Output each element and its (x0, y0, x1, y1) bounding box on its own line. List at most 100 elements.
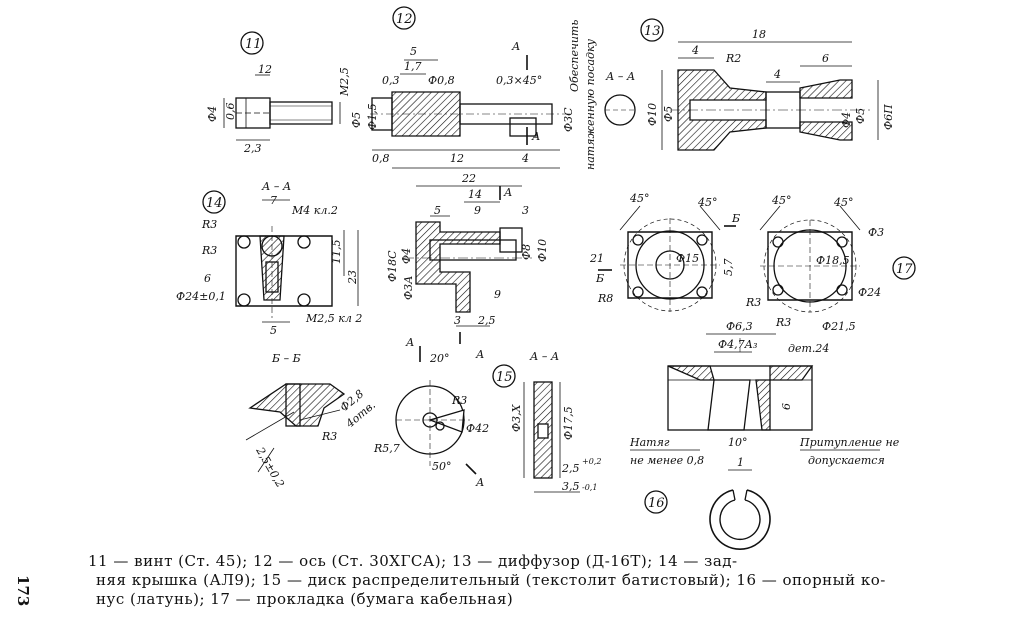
dim-label: Ф1,5 (366, 103, 379, 130)
dim-label: 9 (474, 204, 481, 217)
dim-label: 0,6 (224, 103, 237, 121)
dim-label: 20° (429, 352, 450, 365)
dim-label: 1 (737, 456, 744, 469)
dim-label: Ф6,3 (726, 320, 753, 333)
dim-label: 5 (410, 45, 417, 58)
dim-label: 3,5 (562, 480, 580, 493)
dim-label: М2,5 (338, 67, 351, 97)
dim-label: Ф42 (466, 422, 489, 435)
note-text: Натяг (629, 436, 670, 449)
dim-label: +0,2 (582, 457, 601, 466)
dim-label: Ф5 (662, 106, 675, 122)
dim-label: 10° (728, 436, 748, 449)
part-17-number: 17 (896, 262, 913, 277)
dim-label: Ф3А (402, 276, 415, 300)
part-14-number: 14 (206, 196, 223, 211)
section-bb-drawing (245, 383, 346, 473)
figure-caption: 11 — винт (Ст. 45); 12 — ось (Ст. 30ХГСА… (88, 552, 988, 609)
note-text: допускается (808, 454, 885, 467)
section-title: Б – Б (271, 352, 301, 365)
dim-label: 45° (697, 196, 718, 209)
part-16-flange-view (598, 205, 736, 312)
dim-label: Ф18С (386, 250, 399, 282)
dim-label: Ф15 (676, 252, 699, 265)
section-mark: А (503, 186, 512, 199)
dim-label: 6 (780, 403, 793, 410)
part-13-number: 13 (644, 24, 661, 39)
section-mark: Б (731, 212, 740, 225)
section-mark: А (511, 40, 520, 53)
dim-label: 45° (771, 194, 792, 207)
dim-label: 5,7 (722, 259, 735, 277)
dim-label: 3 (454, 314, 461, 327)
part-16-number: 16 (648, 496, 665, 511)
section-mark: А (531, 130, 540, 143)
dim-label: Ф0,8 (428, 74, 455, 87)
dim-label: 5 (434, 204, 441, 217)
dim-label: 18 (752, 28, 766, 41)
dim-label: 45° (629, 192, 650, 205)
caption-line: 11 — винт (Ст. 45); 12 — ось (Ст. 30ХГСА… (88, 552, 738, 570)
dim-label: М4 кл.2 (291, 204, 338, 217)
dim-label: 21 (589, 252, 604, 265)
dim-label: Ф24 (858, 286, 881, 299)
dim-label: 4 (521, 152, 529, 165)
dim-label: Ф4 (400, 248, 413, 264)
dim-label: 2,5 (561, 462, 580, 475)
dim-label: 11,5 (330, 240, 343, 265)
section-title: А – А (529, 350, 559, 363)
caption-line: няя крышка (АЛ9); 15 — диск распределите… (96, 571, 886, 589)
dim-label: Ф21,5 (822, 320, 856, 333)
dim-label: Ф4,7А₃ (718, 338, 757, 351)
section-mark: Б (595, 272, 604, 285)
dim-label: Ф8 (520, 244, 533, 260)
dim-label: 0,3 (382, 74, 400, 87)
part-13-diffuser-drawing (604, 18, 879, 151)
dim-label: 4 (691, 44, 699, 57)
page-number: 173 (14, 575, 32, 607)
dim-label: 3 (522, 204, 529, 217)
dim-label: 12 (258, 63, 272, 76)
dim-label: 45° (833, 196, 854, 209)
note-text: не менее 0,8 (630, 454, 704, 467)
dim-label: М2,5 кл 2 (305, 312, 362, 325)
dim-label: 6 (204, 272, 211, 285)
dim-label: R2 (725, 52, 741, 65)
dim-label: R3 (201, 244, 217, 257)
part-11-screw-drawing (223, 31, 341, 141)
part-15-disc-drawing (395, 346, 516, 475)
dim-label: Ф4 (206, 106, 219, 122)
part-16-ring-drawing (644, 469, 771, 550)
dim-label: R3 (775, 316, 791, 329)
dim-label: R3 (451, 394, 467, 407)
part-16-cone-drawing (630, 333, 880, 451)
dim-label: Ф10 (646, 103, 659, 126)
dim-label: Ф18,5 (816, 254, 850, 267)
dim-label: R3 (321, 430, 337, 443)
dim-label: 4 (773, 68, 781, 81)
dim-label: 2,5±0,2 (253, 444, 287, 490)
dim-label: R3 (201, 218, 217, 231)
section-title: А – А (261, 180, 291, 193)
dim-label: Ф5 (350, 112, 363, 128)
dim-label: 9 (494, 288, 501, 301)
dim-label: Ф5 (854, 108, 867, 124)
part-12-number: 12 (396, 12, 413, 27)
dim-label: Ф3С (562, 107, 575, 132)
section-title: А – А (605, 70, 635, 83)
dim-label: R5,7 (373, 442, 400, 455)
dim-label: 7 (270, 194, 277, 207)
part-11-number: 11 (245, 37, 262, 52)
note-text: натяженную посадку (584, 38, 597, 170)
part-14-rear-cover-drawing (202, 190, 359, 323)
dim-label: 6 (822, 52, 829, 65)
dim-label: 23 (346, 270, 359, 285)
dim-label: Ф17,5 (562, 406, 575, 440)
dim-label: 2,5 (477, 314, 496, 327)
dim-label: Ф6П (882, 104, 895, 130)
dim-label: дет.24 (788, 342, 829, 355)
section-mark: А (405, 336, 414, 349)
part-15-section-aa (523, 381, 580, 493)
dim-label: 1,7 (404, 60, 422, 73)
